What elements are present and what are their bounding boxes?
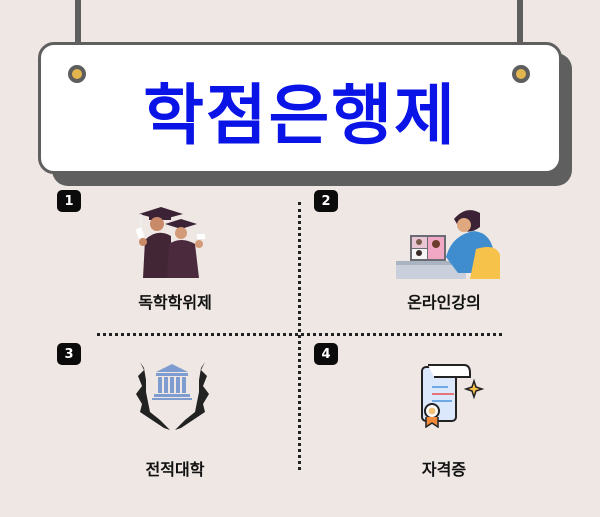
item-number-badge: 1 [57, 190, 81, 212]
item-number-badge: 4 [314, 343, 338, 365]
pin-icon [68, 65, 86, 83]
item-label: 전적대학 [145, 460, 205, 479]
vertical-divider [298, 202, 301, 470]
title-sign: 학점은행제 [38, 42, 562, 174]
item-number-badge: 2 [314, 190, 338, 212]
item-label: 독학학위제 [138, 293, 212, 312]
graduates-icon [135, 207, 205, 278]
university-laurel-icon [136, 362, 209, 430]
item-label: 온라인강의 [407, 293, 481, 312]
item-number-badge: 3 [57, 343, 81, 365]
online-lecture-icon [396, 210, 500, 279]
pin-icon [512, 65, 530, 83]
horizontal-divider [97, 333, 502, 336]
page-title: 학점은행제 [143, 77, 457, 154]
item-label: 자격증 [421, 460, 467, 479]
hanging-rod-left [75, 0, 81, 68]
certificate-icon [421, 364, 485, 428]
hanging-rod-right [517, 0, 523, 68]
